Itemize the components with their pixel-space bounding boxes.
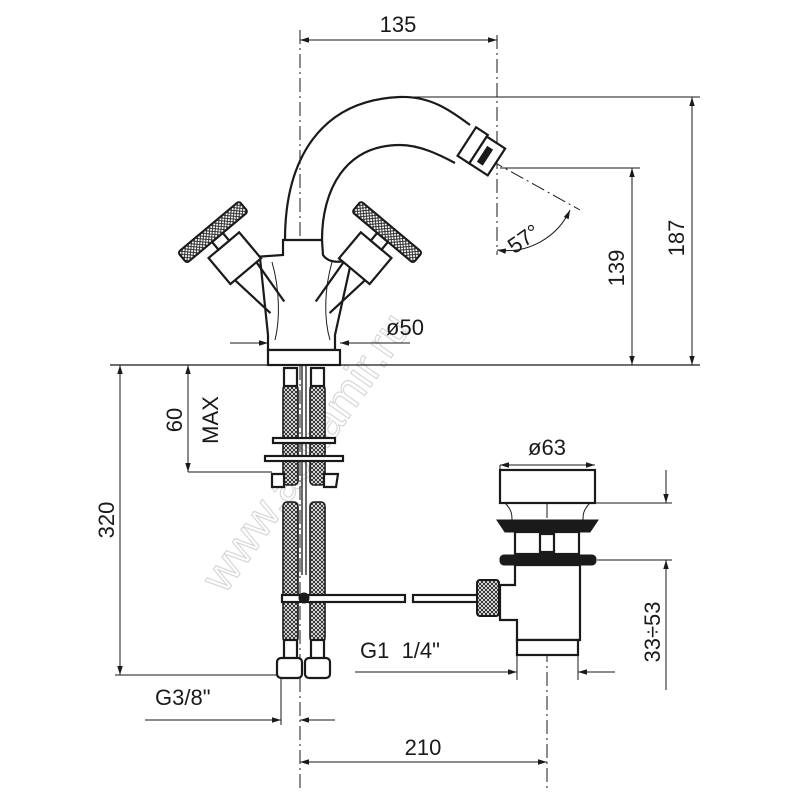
- dim-drain-thread: G1 1/4": [355, 638, 615, 680]
- rod-knob: [476, 579, 500, 617]
- dim-spray-angle: 57°: [496, 209, 571, 259]
- popup-drain: [496, 468, 599, 657]
- dim-hose-length: 320: [94, 364, 277, 676]
- dim-hose-thread: G3/8": [145, 678, 335, 725]
- washer: [271, 436, 337, 445]
- flexible-hoses: [263, 365, 345, 680]
- dim-g38-label: G3/8": [155, 685, 211, 710]
- dim-135-label: 135: [380, 12, 417, 37]
- dim-deck-thickness: 60 MAX: [162, 365, 272, 473]
- dim-57-label: 57°: [503, 219, 545, 259]
- washer: [263, 454, 345, 463]
- dim-spout-height: 139: [500, 167, 640, 365]
- dim-max-label: MAX: [198, 396, 223, 444]
- dim-total-height: 187: [412, 96, 700, 365]
- dim-33-53-label: 33÷53: [640, 601, 665, 662]
- hose-nut-left: [275, 656, 304, 680]
- dim-base-diameter: ø50: [230, 315, 424, 346]
- fixing-nut: [270, 472, 340, 489]
- base-plate: [266, 348, 342, 367]
- dim-320-label: 320: [94, 502, 119, 539]
- dim-60-label: 60: [162, 408, 187, 432]
- dim-139-label: 139: [604, 250, 629, 287]
- left-handle[interactable]: [178, 201, 307, 334]
- dim-g1-label: G1 1/4": [360, 638, 440, 663]
- right-handle[interactable]: [293, 201, 422, 334]
- spray-axis: [489, 159, 581, 211]
- dim-o63-label: ø63: [528, 435, 566, 460]
- dim-drain-diameter: ø63: [499, 435, 595, 470]
- spout: [283, 95, 507, 241]
- dim-drain-offset: 210: [300, 735, 547, 765]
- dim-187-label: 187: [664, 220, 689, 257]
- popup-rod: [280, 579, 500, 617]
- hose-nut-right: [303, 656, 332, 680]
- aerator-nozzle: [456, 125, 507, 177]
- dim-210-label: 210: [405, 735, 442, 760]
- drain-cap: [498, 468, 597, 505]
- dim-o50-label: ø50: [386, 315, 424, 340]
- dim-spout-reach: 135: [300, 12, 497, 43]
- dim-drain-adjust: 33÷53: [595, 470, 672, 690]
